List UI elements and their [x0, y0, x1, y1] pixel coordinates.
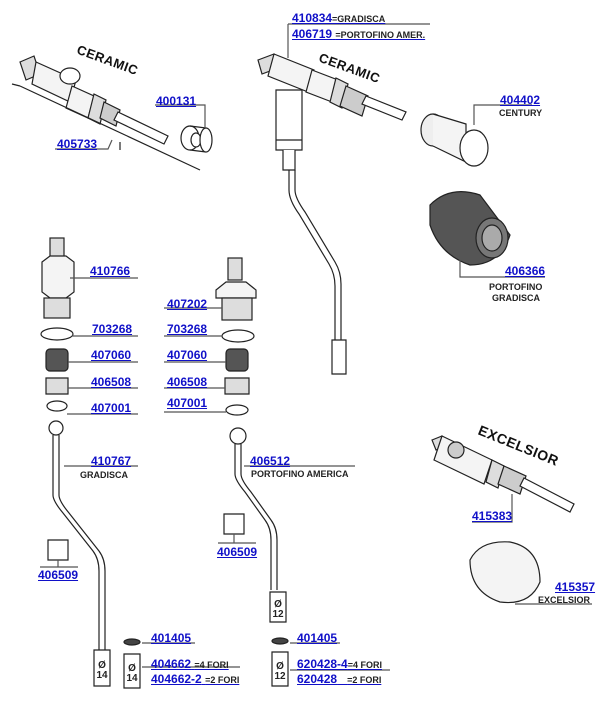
- diameter-symbol: Ø: [274, 599, 282, 610]
- excelsior-cap-label: EXCELSIOR: [538, 595, 591, 605]
- part-note: =4 FORI: [347, 660, 382, 670]
- part-number[interactable]: 620428: [297, 672, 338, 686]
- gradisca-label: GRADISCA: [492, 293, 541, 303]
- diameter-value: 14: [96, 670, 108, 681]
- diameter-symbol: Ø: [98, 660, 106, 671]
- part-703268-link-left[interactable]: 703268: [92, 322, 133, 336]
- part-407060-link-center[interactable]: 407060: [167, 348, 208, 362]
- portofino-stack-drawing: [164, 257, 390, 687]
- part-404662-link[interactable]: 404662 =4 FORI: [151, 658, 229, 672]
- part-620428-4-link[interactable]: 620428-4=4 FORI: [297, 658, 382, 672]
- part-number[interactable]: 620428-4: [297, 657, 348, 671]
- part-410767-link[interactable]: 410767: [91, 454, 132, 468]
- part-406509-link-center[interactable]: 406509: [217, 545, 258, 559]
- part-620428-link[interactable]: 620428 =2 FORI: [297, 673, 381, 687]
- part-401405-link-left[interactable]: 401405: [151, 631, 192, 645]
- part-note: =4 FORI: [194, 660, 229, 670]
- part-407060-link-left[interactable]: 407060: [91, 348, 132, 362]
- gradisca-stack-drawing: [40, 237, 240, 689]
- part-401405-link-center[interactable]: 401405: [297, 631, 338, 645]
- part-406508-link-left[interactable]: 406508: [91, 375, 132, 389]
- diameter-value: 14: [126, 673, 138, 684]
- portofino-america-label: PORTOFINO AMERICA: [251, 469, 349, 479]
- diameter-symbol: Ø: [128, 663, 136, 674]
- part-415357-link[interactable]: 415357: [555, 580, 596, 594]
- portofino-filter-drawing: [429, 191, 545, 278]
- part-410766-link[interactable]: 410766: [90, 264, 131, 278]
- part-406512-link[interactable]: 406512: [250, 454, 291, 468]
- excelsior-cap-drawing: [469, 541, 592, 605]
- part-number[interactable]: 406719: [292, 27, 333, 41]
- part-number[interactable]: 410834: [292, 11, 333, 25]
- ceramic-valve-center-drawing: [257, 23, 430, 375]
- part-407001-link-center[interactable]: 407001: [167, 396, 208, 410]
- portofino-label: PORTOFINO: [489, 282, 543, 292]
- part-406509-link-left[interactable]: 406509: [38, 568, 79, 582]
- part-407202-link[interactable]: 407202: [167, 297, 208, 311]
- century-label: CENTURY: [499, 108, 543, 118]
- century-cap-drawing: [420, 104, 532, 167]
- excelsior-valve-drawing: [431, 435, 575, 523]
- part-number[interactable]: 404662-2: [151, 672, 202, 686]
- part-note: =2 FORI: [205, 675, 240, 685]
- part-406508-link-center[interactable]: 406508: [167, 375, 208, 389]
- part-note: =GRADISCA: [332, 14, 386, 24]
- part-404662-2-link[interactable]: 404662-2 =2 FORI: [151, 673, 239, 687]
- part-406719-link[interactable]: 406719 =PORTOFINO AMER.: [292, 28, 425, 42]
- diameter-value: 12: [272, 609, 284, 620]
- part-note: =2 FORI: [347, 675, 382, 685]
- part-406366-link[interactable]: 406366: [505, 264, 546, 278]
- part-703268-link-center[interactable]: 703268: [167, 322, 208, 336]
- gradisca-pipe-label: GRADISCA: [80, 470, 129, 480]
- part-407001-link-left[interactable]: 407001: [91, 401, 132, 415]
- part-405733-link[interactable]: 405733: [57, 137, 98, 151]
- part-410834-link[interactable]: 410834=GRADISCA: [292, 12, 385, 26]
- part-404402-link[interactable]: 404402: [500, 93, 541, 107]
- part-number[interactable]: 404662: [151, 657, 192, 671]
- part-400131-link[interactable]: 400131: [156, 94, 197, 108]
- diameter-value: 12: [274, 671, 286, 682]
- part-note: =PORTOFINO AMER.: [335, 30, 426, 40]
- ceramic-valve-left-drawing: [11, 55, 213, 171]
- diameter-symbol: Ø: [276, 661, 284, 672]
- part-415383-link[interactable]: 415383: [472, 509, 513, 523]
